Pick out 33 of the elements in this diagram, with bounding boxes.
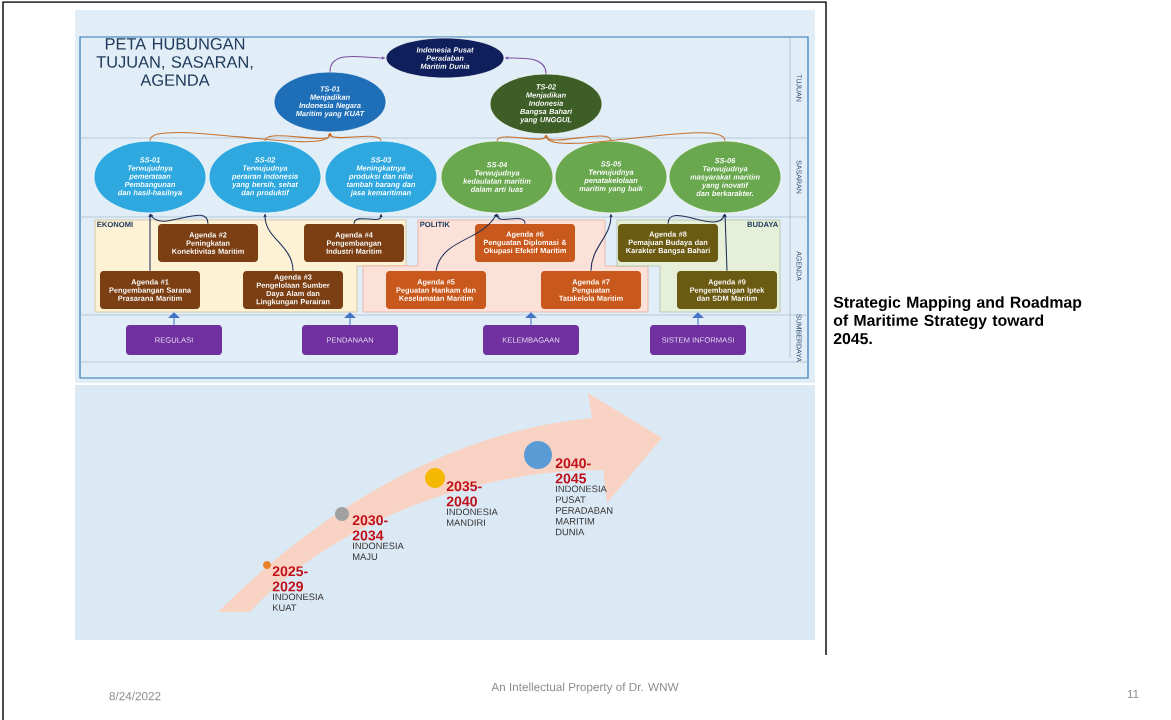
milestone-label: INDONESIA PUSAT PERADABAN MARITIM DUNIA [556,485,613,536]
arrow [148,213,152,272]
arrow [545,132,726,144]
milestone-year: 2040- 2045 [555,458,591,484]
footer-text: 8/24/2022 [109,691,161,701]
footer-text: An Intellectual Property of Dr. WNW [491,682,679,694]
footer-text: 11 [1127,689,1139,698]
arrow [149,131,331,143]
arrow [168,312,180,326]
arrow [692,312,704,326]
milestone-label: INDONESIA KUAT [273,593,324,611]
milestone-label: INDONESIA MAJU [353,542,404,560]
arrow [723,213,728,272]
arrow [263,213,294,272]
arrow [264,132,332,142]
diagram-title: PETA HUBUNGAN TUJUAN, SASARAN, AGENDA [96,38,253,86]
arrow [150,213,209,225]
arrow [344,312,356,326]
milestone-year: 2025- 2029 [272,566,308,592]
arrow [667,213,726,225]
arrow [329,132,382,142]
milestone-year: 2030- 2034 [352,515,388,541]
arrow [353,213,383,225]
arrow [329,55,386,73]
arrow [496,134,547,142]
arrow [504,56,547,75]
arrow [525,312,537,326]
arrow [590,213,613,272]
caption: Strategic Mapping and Roadmap of Maritime Strategy toward 2045. [833,296,1082,345]
milestone-year: 2035- 2040 [446,481,482,507]
arrow [435,213,497,272]
milestone-label: INDONESIA MANDIRI [447,508,498,526]
arrow [496,213,526,225]
